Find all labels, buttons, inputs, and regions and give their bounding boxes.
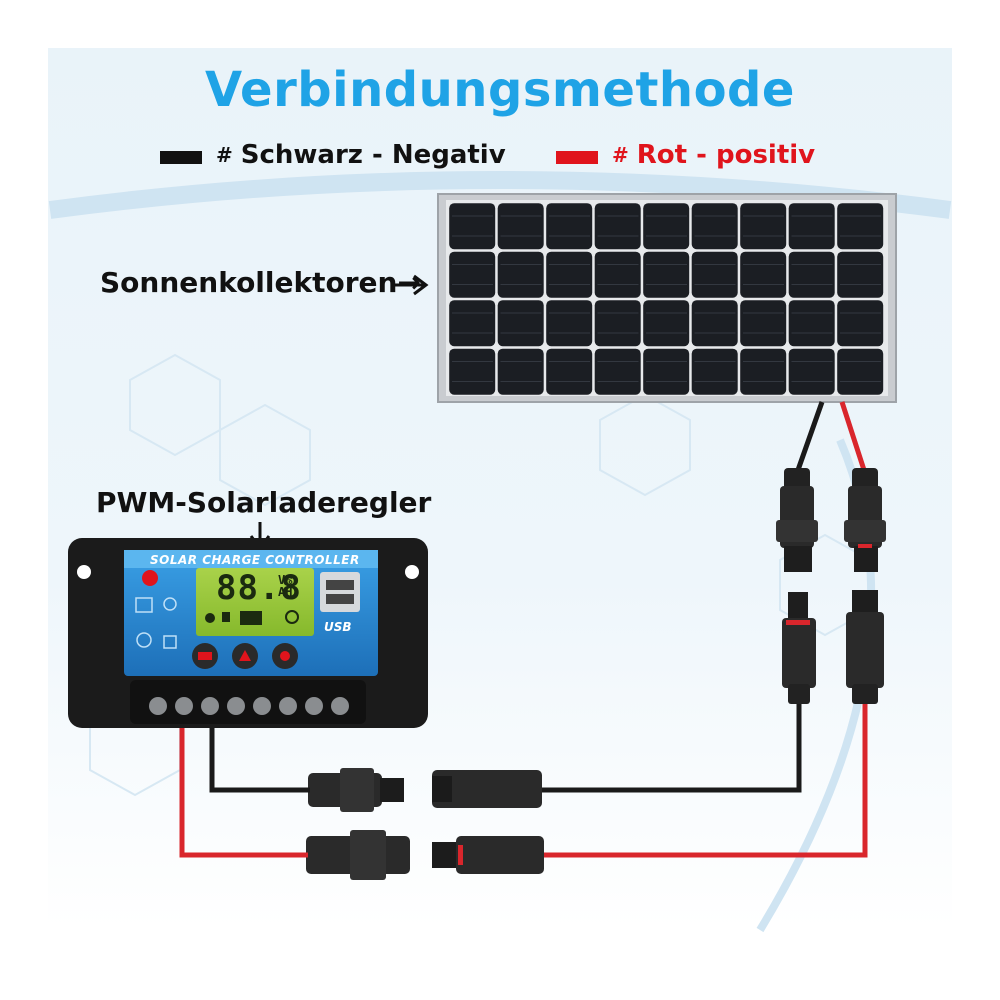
controller-negative-connector — [308, 768, 404, 812]
extension-negative-connector — [782, 592, 816, 704]
positive-extension-wire — [540, 704, 868, 858]
negative-extension-wire — [540, 704, 802, 793]
controller-positive-connector — [306, 830, 410, 880]
legend-positive-text: Rot - positiv — [636, 140, 816, 170]
sun-icon — [205, 613, 215, 623]
panel-positive-connector — [844, 468, 886, 572]
lcd-units: V% AH — [278, 573, 293, 599]
lock-icon — [163, 635, 177, 649]
battery-icon — [240, 611, 262, 625]
legend-positive: # Rot - positiv — [556, 140, 815, 170]
panel-mini-icon — [222, 612, 230, 622]
charge-controller — [68, 538, 428, 728]
page-title: Verbindungsmethode — [205, 62, 795, 118]
extension-positive-connector — [846, 590, 884, 704]
arrow-right-icon — [394, 274, 429, 296]
gear-icon — [163, 597, 177, 611]
panel-negative-connector — [776, 468, 818, 572]
legend-negative-text: Schwarz - Negativ — [240, 140, 506, 170]
controller-negative-wire — [209, 728, 310, 793]
bulb-icon — [285, 610, 299, 624]
usb-label: USB — [324, 620, 352, 634]
panel-negative-wire — [795, 401, 825, 471]
solar-panel-label: Sonnenkollektoren→ — [100, 266, 421, 299]
controller-banner: SOLAR CHARGE CONTROLLER — [150, 553, 360, 567]
usb-port-icon — [320, 572, 360, 612]
mcu-icon — [135, 597, 153, 613]
black-swatch — [160, 151, 202, 164]
clock-icon — [136, 632, 152, 648]
legend-positive-hash: # — [612, 143, 629, 167]
extension-negative-connector-bottom — [432, 770, 542, 808]
panel-positive-wire — [839, 401, 867, 471]
solar-panel — [437, 193, 897, 403]
temp-icon — [142, 570, 158, 586]
legend-negative: # Schwarz - Negativ — [160, 140, 506, 170]
legend-negative-hash: # — [216, 143, 233, 167]
red-swatch — [556, 151, 598, 164]
terminal-screws — [149, 697, 349, 715]
controller-positive-wire — [179, 728, 308, 858]
extension-positive-connector-bottom — [432, 836, 544, 874]
lcd-digits: 88.8 — [216, 568, 302, 608]
controller-label: PWM-Solarladeregler — [96, 486, 432, 519]
